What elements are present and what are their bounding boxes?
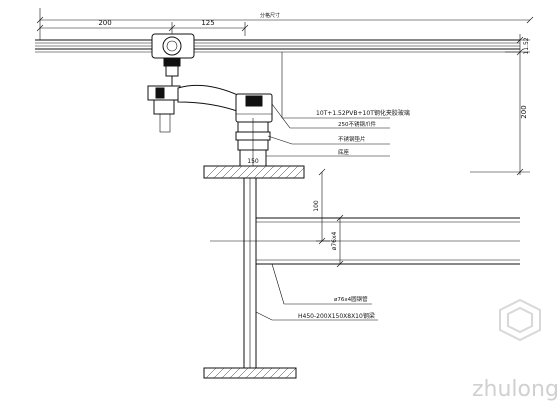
mid-dimension-chain: 100 ø76x4 <box>313 168 344 268</box>
callout-washer: 不锈钢垫片 <box>338 135 366 143</box>
callout-glass: 10T+1.52PVB+10T钢化夹胶玻璃 <box>316 109 410 117</box>
callout-base: 底座 <box>338 148 350 156</box>
watermark-text: zhulong.com <box>472 377 560 402</box>
round-steel-tube <box>210 217 520 265</box>
top-dimension-chain: 分格尺寸 200 125 <box>36 8 534 40</box>
beam-bottom-flange <box>203 367 297 379</box>
dimension-125-top: 125 <box>201 19 214 27</box>
lower-callouts: ø76x4圆钢管 H450-200X150X8X10钢梁 <box>255 263 378 321</box>
glass-panel <box>35 39 520 53</box>
base-bolt-assembly: 150 <box>235 118 271 168</box>
zhulong-watermark: zhulong.com <box>472 298 560 402</box>
dimension-11-52: 11.52 <box>523 37 530 54</box>
spider-fitting <box>151 33 195 96</box>
dimension-200-top: 200 <box>98 19 111 27</box>
spider-arm <box>147 84 273 133</box>
right-dimension-chain: 11.52 200 <box>470 34 530 176</box>
watermark-logo-icon <box>499 298 541 342</box>
dimension-100: 100 <box>313 200 320 212</box>
dimension-pipe-size: ø76x4 <box>331 231 338 250</box>
callout-bolt: 250不锈钢爪件 <box>338 120 376 128</box>
beam-top-flange <box>203 165 305 179</box>
beam-web <box>243 178 257 370</box>
callout-leaders: 10T+1.52PVB+10T钢化夹胶玻璃 250不锈钢爪件 不锈钢垫片 底座 <box>266 52 410 157</box>
dimension-200-right: 200 <box>520 105 528 118</box>
overall-dimension-label: 分格尺寸 <box>260 12 280 19</box>
callout-beam: H450-200X150X8X10钢梁 <box>298 312 375 320</box>
callout-tube: ø76x4圆钢管 <box>334 295 368 303</box>
plate-width-150: 150 <box>247 158 259 165</box>
